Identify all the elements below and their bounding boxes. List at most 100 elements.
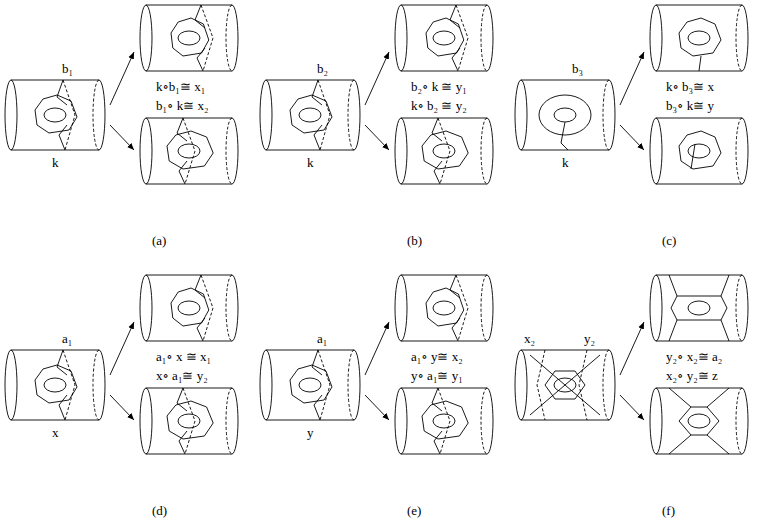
cylinder-side [11, 80, 99, 81]
curve [63, 80, 75, 150]
hole [433, 301, 455, 315]
curve [671, 296, 677, 320]
equation-caption: k∘ b₂ ≅ y₂ [411, 99, 467, 112]
cylinder-end [226, 118, 232, 184]
equation-caption: x∘ a₁≅ y₂ [156, 369, 208, 382]
cylinder-end [609, 350, 615, 420]
cylinder-end [515, 350, 527, 420]
curve [450, 275, 460, 298]
cylinder-side [146, 388, 232, 389]
hole [433, 144, 455, 158]
cylinder-end [93, 350, 99, 420]
cylinder-side [521, 350, 609, 351]
curve [669, 435, 729, 454]
cylinder-end [140, 275, 152, 341]
hole [178, 31, 200, 45]
cylinder-end [5, 350, 17, 420]
curve [312, 80, 322, 105]
curve [721, 296, 727, 320]
curve [530, 355, 600, 415]
cylinder-side [266, 80, 354, 81]
cylinder-end [140, 5, 152, 71]
curve [57, 80, 67, 105]
arrow [110, 395, 134, 420]
curve [679, 18, 721, 56]
cylinder-side [401, 341, 487, 342]
curve [456, 5, 468, 71]
equation-caption: k∘ b₃≅ x [666, 80, 714, 93]
curve [530, 355, 600, 415]
cylinder-end [650, 275, 662, 341]
cylinder-end [609, 80, 615, 150]
arrow [620, 52, 644, 105]
cylinder-end [742, 5, 748, 71]
cylinder-side [656, 184, 742, 185]
panel-label: (c) [662, 234, 676, 247]
cylinder-end [487, 388, 493, 454]
curve [183, 118, 195, 184]
curve [537, 350, 545, 420]
cylinder-end [736, 388, 742, 454]
cylinder-end [481, 388, 487, 454]
cylinder-side [401, 118, 487, 119]
curve-label: a₁ [317, 332, 327, 345]
curve [669, 275, 729, 296]
hole [688, 301, 710, 315]
cylinder-end [93, 80, 99, 150]
cylinder-end [232, 5, 238, 71]
cylinder-side [146, 118, 232, 119]
curve [312, 350, 322, 375]
curve-label: b₃ [572, 62, 583, 75]
hole [178, 144, 200, 158]
cylinder-side [146, 275, 232, 276]
cylinder-side [266, 150, 354, 151]
cylinder-end [232, 388, 238, 454]
curve [669, 388, 729, 407]
curve [35, 95, 77, 133]
curve [450, 5, 460, 28]
curve [195, 275, 205, 298]
arrow [110, 322, 134, 375]
cylinder-end [354, 80, 360, 150]
curve [290, 365, 332, 403]
curve-label: b₂ [317, 62, 328, 75]
equation-caption: a₁∘ x ≅ x₁ [156, 350, 211, 363]
cylinder-end [736, 275, 742, 341]
arrow [620, 322, 644, 375]
cylinder-end [395, 388, 407, 454]
panel-label: (e) [407, 504, 421, 517]
arrow [110, 52, 134, 105]
cylinder-side [146, 71, 232, 72]
cylinder-side [401, 5, 487, 6]
curve-label: a₁ [62, 332, 72, 345]
curve-label: x [52, 426, 59, 439]
cylinder-end [140, 388, 152, 454]
cylinder-end [226, 388, 232, 454]
equation-caption: k∘b₁≅ x₁ [156, 80, 205, 93]
curve-label: k [562, 156, 569, 169]
curve [669, 320, 729, 341]
cylinder-end [650, 388, 662, 454]
equation-caption: x₂∘ y₂≅ z [666, 369, 718, 382]
hole [433, 414, 455, 428]
arrow [365, 322, 389, 375]
cylinder-side [401, 388, 487, 389]
curve [314, 125, 322, 150]
cylinder-side [521, 150, 609, 151]
cylinder-side [146, 454, 232, 455]
cylinder-end [650, 5, 662, 71]
cylinder-side [11, 350, 99, 351]
cylinder-end [348, 80, 354, 150]
cylinder-end [736, 5, 742, 71]
curve [314, 395, 322, 420]
hole [44, 378, 66, 392]
cylinder-end [481, 275, 487, 341]
hole [688, 144, 710, 158]
cylinder-end [348, 350, 354, 420]
curve [432, 388, 442, 411]
cylinder-side [521, 80, 609, 81]
cylinder-end [742, 275, 748, 341]
cylinder-end [487, 5, 493, 71]
cylinder-end [742, 118, 748, 184]
